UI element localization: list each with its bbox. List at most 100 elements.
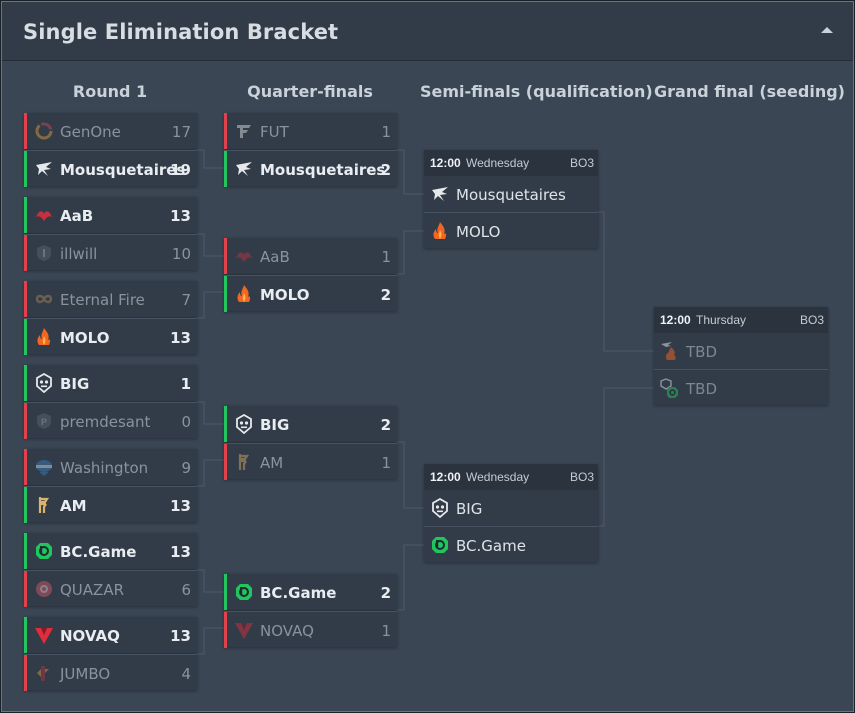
molo-logo-icon: [430, 221, 450, 241]
team-score: 2: [380, 286, 391, 304]
result-indicator: [224, 113, 227, 149]
semifinal-match-2[interactable]: 12:00 Wednesday BO3 BIG BC.Game: [424, 464, 598, 562]
team-name: MOLO: [260, 286, 310, 304]
team-name: AaB: [260, 248, 290, 266]
team-name: JUMBO: [60, 665, 111, 683]
match-team-row[interactable]: TBD: [654, 369, 828, 406]
match-team-row[interactable]: BIG: [424, 490, 598, 526]
semifinal-match-1[interactable]: 12:00 Wednesday BO3 Mousquetaires MOLO: [424, 150, 598, 248]
round-title-quarterfinals: Quarter-finals: [247, 82, 373, 101]
result-indicator: [224, 238, 227, 274]
match-team-row[interactable]: Mousquetaires: [424, 176, 598, 212]
team-score: 13: [170, 627, 191, 645]
team-score: 2: [380, 161, 391, 179]
washington-logo-icon: [34, 457, 54, 477]
grandfinal-match[interactable]: 12:00 Thursday BO3 TBD TBD: [654, 307, 828, 405]
illwill-logo-icon: [34, 243, 54, 263]
team-name: AaB: [60, 207, 94, 225]
result-indicator: [224, 574, 227, 610]
mousquetaires-logo-icon: [34, 159, 54, 179]
big-logo-icon: [34, 372, 54, 394]
match-team-row[interactable]: MOLO: [424, 212, 598, 249]
match-time: 12:00: [430, 156, 461, 170]
novaq-logo-icon: [34, 625, 54, 645]
round-title-semifinals: Semi-finals (qualification): [420, 82, 653, 101]
team-score: 4: [181, 665, 191, 683]
team-name: Eternal Fire: [60, 291, 145, 309]
result-indicator: [24, 365, 27, 401]
team-score: 1: [381, 622, 391, 640]
team-name: AM: [260, 454, 284, 472]
result-indicator: [24, 151, 27, 187]
result-indicator: [224, 151, 227, 187]
fut-logo-icon: [234, 121, 254, 141]
novaq-logo-icon: [234, 620, 254, 640]
team-name: Mousquetaires: [60, 161, 186, 179]
result-indicator: [224, 406, 227, 442]
result-indicator: [24, 655, 27, 691]
team-name: QUAZAR: [60, 581, 125, 599]
match-day: Wednesday: [466, 156, 530, 170]
team-name: GenOne: [60, 123, 121, 141]
result-indicator: [24, 571, 27, 607]
team-name: Washington: [60, 459, 149, 477]
team-name: TBD: [686, 380, 718, 398]
team-score: 6: [181, 581, 191, 599]
result-indicator: [24, 113, 27, 149]
team-score: 19: [170, 161, 191, 179]
match-team-row[interactable]: BC.Game: [424, 526, 598, 563]
quazar-logo-icon: [34, 579, 54, 599]
aab-logo-icon: [234, 246, 254, 266]
team-slot[interactable]: MOLO 2: [224, 275, 397, 312]
result-indicator: [24, 235, 27, 271]
match-header: 12:00 Thursday BO3: [654, 307, 828, 333]
big-logo-icon: [234, 413, 254, 435]
team-name: BIG: [456, 500, 483, 518]
team-slot[interactable]: QUAZAR 6: [24, 570, 197, 607]
match-day: Thursday: [696, 313, 747, 327]
team-name: BC.Game: [260, 584, 337, 602]
team-name: AM: [60, 497, 87, 515]
team-score: 1: [381, 123, 391, 141]
match-day: Wednesday: [466, 470, 530, 484]
eternal-fire-logo-icon: [34, 289, 54, 309]
result-indicator: [24, 449, 27, 485]
am-logo-icon: [34, 495, 54, 515]
match-time: 12:00: [430, 470, 461, 484]
bcgame-logo-icon: [430, 535, 450, 555]
result-indicator: [224, 444, 227, 480]
bcgame-logo-icon: [234, 582, 254, 602]
match-format: BO3: [569, 470, 594, 484]
team-slot[interactable]: JUMBO 4: [24, 654, 197, 691]
match-header: 12:00 Wednesday BO3: [424, 464, 598, 490]
big-bcgame-logo-icon: [660, 378, 680, 398]
match-header: 12:00 Wednesday BO3: [424, 150, 598, 176]
chevron-up-icon[interactable]: [819, 22, 835, 38]
round-title-round1: Round 1: [72, 82, 148, 101]
team-score: 13: [170, 207, 191, 225]
team-slot[interactable]: AaB 13: [24, 197, 197, 233]
result-indicator: [24, 533, 27, 569]
team-name: premdesant: [60, 413, 151, 431]
team-score: 1: [180, 375, 191, 393]
match-team-row[interactable]: TBD: [654, 333, 828, 369]
